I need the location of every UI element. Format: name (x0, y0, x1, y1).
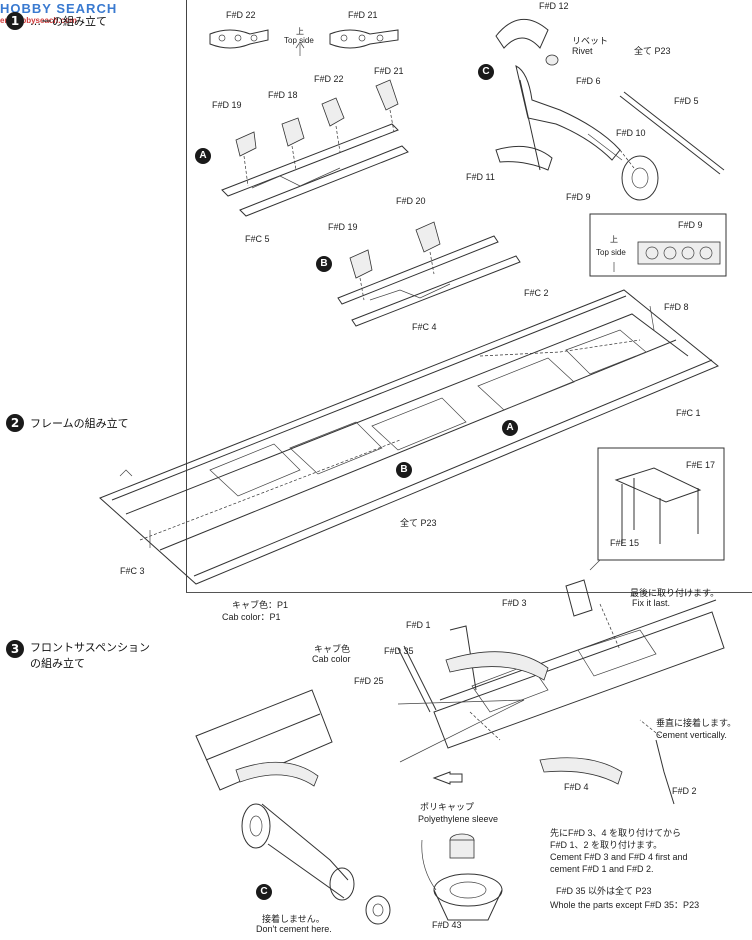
part-label: F#D 25 (354, 676, 384, 686)
watermark-brand: HOBBY SEARCH (0, 1, 118, 16)
part-label: F#C 2 (524, 288, 549, 298)
rivet-label-jp: リベット (572, 36, 609, 46)
part-label: F#D 21 (374, 66, 404, 76)
step-1-title: …ーの組み立て (30, 15, 107, 28)
order-note-en-1: Cement F#D 3 and F#D 4 first and (550, 852, 688, 862)
top-side-mark: 上 (296, 27, 304, 36)
except-note-en: Whole the parts except F#D 35：P23 (550, 900, 700, 910)
part-label: F#E 15 (610, 538, 640, 548)
order-note-en-2: cement F#D 1 and F#D 2. (550, 864, 654, 874)
part-label: F#D 11 (466, 172, 495, 182)
crossmember-top-right (329, 29, 399, 49)
part-label: F#D 20 (396, 196, 426, 206)
rivet-assembly (495, 18, 725, 201)
part-label: F#C 1 (676, 408, 701, 418)
part-label: F#D 6 (576, 76, 601, 86)
fix-last-jp: 最後に取り付けます。 (630, 588, 720, 598)
part-label: F#D 4 (564, 782, 589, 792)
polycap-detail (421, 771, 503, 921)
marker-a: A (195, 148, 211, 164)
watermark: HOBBY SEARCH en.hobbyseach.com (0, 0, 117, 25)
section-divider (186, 592, 752, 593)
step-3-title-line1: フロントサスペンション (30, 641, 151, 654)
no-cement-en: Don't cement here. (256, 924, 332, 934)
part-label: F#D 2 (672, 786, 697, 796)
cab-color2-en: Cab color (312, 654, 351, 664)
part-label: F#D 21 (348, 10, 378, 20)
cab-color-en: Cab color：P1 (222, 612, 281, 622)
part-label: F#D 22 (226, 10, 256, 20)
part-label: F#D 19 (212, 100, 242, 110)
part-label: F#D 5 (674, 96, 699, 106)
all-p23-frame-note: 全て P23 (400, 518, 437, 528)
step-3-number: 3 (6, 640, 24, 658)
step-3-title-line2: の組み立て (30, 657, 85, 670)
part-label: F#D 9 (566, 192, 591, 202)
rivet-label-en: Rivet (572, 46, 593, 56)
part-label: F#D 8 (664, 302, 689, 312)
subassembly-a (221, 79, 409, 217)
part-label: F#D 43 (432, 920, 462, 930)
part-label: F#D 35 (384, 646, 414, 656)
cement-vertical-jp: 垂直に接着します。 (656, 718, 737, 728)
cab-color-jp: キャブ色：P1 (232, 600, 289, 610)
order-note-jp-1: 先にF#D 3、4 を取り付けてから (550, 828, 682, 838)
part-label: F#D 12 (539, 1, 569, 11)
marker-b: B (316, 256, 332, 272)
part-label: F#D 10 (616, 128, 646, 138)
part-label: F#C 5 (245, 234, 270, 244)
part-label: F#C 4 (412, 322, 437, 332)
marker-c: C (478, 64, 494, 80)
part-label: F#D 19 (328, 222, 358, 232)
marker-b-frame: B (396, 462, 412, 478)
marker-a-frame: A (502, 420, 518, 436)
marker-c-suspension: C (256, 884, 272, 900)
part-label: F#D 1 (406, 620, 431, 630)
crossmember-top-left (209, 29, 269, 49)
cab-color2-jp: キャブ色 (314, 644, 351, 654)
polycap-en: Polyethylene sleeve (418, 814, 499, 824)
part-label: F#D 3 (502, 598, 527, 608)
step-1-number: 1 (6, 12, 24, 30)
fix-last-en: Fix it last. (632, 598, 671, 608)
all-p23-note: 全て P23 (634, 46, 671, 56)
part-label: F#D 9 (678, 220, 703, 230)
no-cement-jp: 接着しません。 (262, 914, 325, 924)
part-label: F#D 22 (314, 74, 344, 84)
step-2-number: 2 (6, 414, 24, 432)
watermark-url: en.hobbyseach.com (0, 16, 77, 25)
cement-vertical-en: Cement vertically. (656, 730, 727, 740)
step-2-title: フレームの組み立て (30, 417, 129, 430)
top-side-mark: 上 (610, 235, 618, 244)
part-label: F#E 17 (686, 460, 716, 470)
order-note-jp-2: F#D 1、2 を取り付けます。 (550, 840, 663, 850)
front-suspension (195, 689, 391, 925)
top-side-label: Top side (596, 248, 626, 257)
top-side-label: Top side (284, 36, 314, 45)
main-frame (99, 289, 719, 585)
subassembly-b (337, 221, 521, 327)
part-label: F#C 3 (120, 566, 145, 576)
part-label: F#D 18 (268, 90, 298, 100)
except-note-jp: F#D 35 以外は全て P23 (556, 886, 652, 896)
polycap-jp: ポリキャップ (420, 802, 475, 812)
column-divider (186, 0, 187, 592)
front-frame (397, 579, 725, 805)
